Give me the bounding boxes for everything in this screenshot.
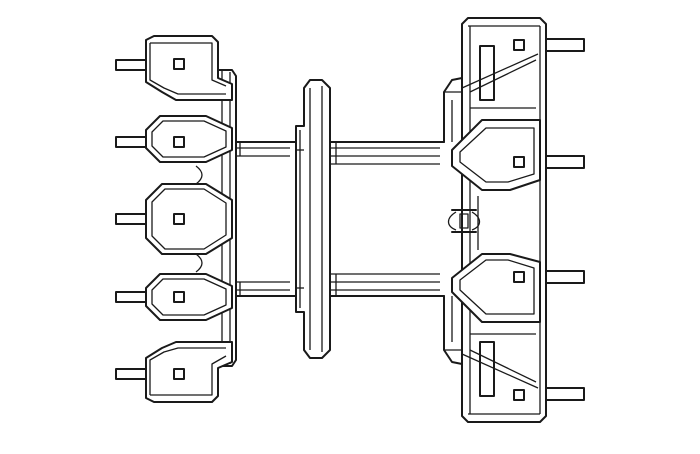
right-pin-1 [545,38,585,52]
left-pin-3 [115,213,147,225]
right-terminal-2 [451,253,541,323]
core-tube [329,141,445,297]
left-terminal-5 [115,341,233,403]
left-terminal-2 [115,115,233,163]
right-latch-top [461,39,539,109]
left-pin-1 [115,59,147,71]
left-pin-5 [115,368,147,380]
right-terminal-1 [451,119,541,191]
left-pin-2 [115,136,147,148]
left-neck [235,141,297,297]
right-pin-4 [545,387,585,401]
right-pin-3 [545,270,585,284]
right-pin-2 [545,155,585,169]
left-terminal-1 [115,35,233,101]
left-terminal-4 [115,273,233,321]
left-flange [115,35,237,403]
left-pin-4 [115,291,147,303]
right-flange [443,17,585,423]
right-latch-bottom [461,333,539,401]
left-terminal-3 [115,165,233,273]
right-center-clip [447,196,481,250]
center-flange [295,79,331,359]
